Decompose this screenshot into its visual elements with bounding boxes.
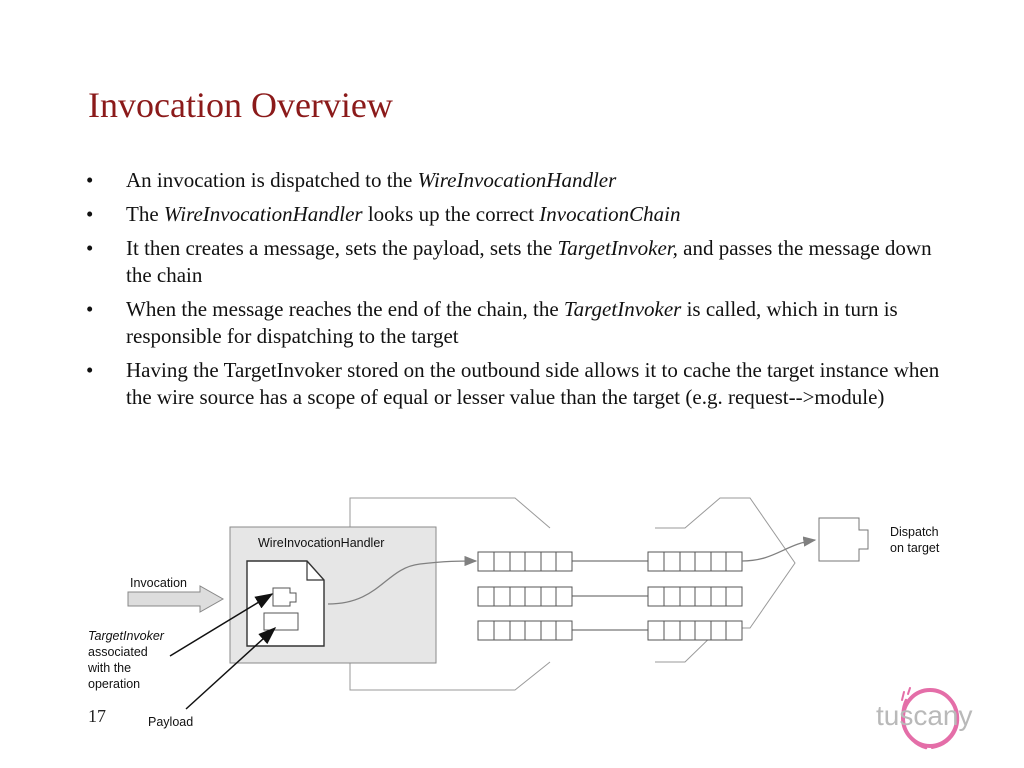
tuscany-logo-text: tuscany	[876, 700, 973, 731]
chain-row	[477, 586, 573, 607]
slide-number: 17	[88, 706, 106, 726]
target-invoker-caption: TargetInvoker associated with the operat…	[88, 628, 164, 692]
target-invoker-label: TargetInvoker	[88, 629, 164, 643]
bullet-item: When the message reaches the end of the …	[86, 296, 946, 350]
payload-pointer	[185, 626, 277, 710]
handler-label: WireInvocationHandler	[258, 536, 385, 550]
chain-row	[647, 551, 743, 572]
chain-row	[647, 586, 743, 607]
target-invoker-caption-line: operation	[88, 677, 141, 691]
dispatch-label: Dispatch on target	[890, 524, 939, 556]
chain-to-target-arrow	[741, 536, 817, 562]
bullet-item: An invocation is dispatched to the WireI…	[86, 167, 946, 194]
chain-connectors	[572, 560, 648, 631]
wire-outline	[349, 497, 796, 691]
dispatch-label-line: on target	[890, 541, 940, 555]
invocation-label: Invocation	[130, 576, 187, 590]
chain-row	[477, 551, 573, 572]
chain-row	[477, 620, 573, 641]
chain-row	[647, 620, 743, 641]
target-component-icon	[818, 517, 869, 562]
target-invoker-caption-line: with the	[88, 661, 132, 675]
chain-group-right	[647, 551, 743, 641]
payload-label: Payload	[148, 715, 194, 729]
bullet-item: The WireInvocationHandler looks up the c…	[86, 201, 946, 228]
target-invoker-pointer	[169, 593, 274, 657]
target-invoker-caption-line: associated	[88, 645, 148, 659]
chain-group-left	[477, 551, 573, 641]
bullet-item: It then creates a message, sets the payl…	[86, 235, 946, 289]
invocation-arrow	[127, 585, 225, 613]
handler-to-chain-arrow	[327, 555, 478, 605]
handler-document-icon	[246, 560, 325, 647]
invocation-diagram	[127, 497, 869, 710]
bullet-list: An invocation is dispatched to the WireI…	[86, 167, 946, 418]
slide-title: Invocation Overview	[88, 85, 393, 125]
dispatch-label-line: Dispatch	[890, 525, 939, 539]
bullet-item: Having the TargetInvoker stored on the o…	[86, 357, 946, 411]
tuscany-logo	[901, 687, 960, 750]
